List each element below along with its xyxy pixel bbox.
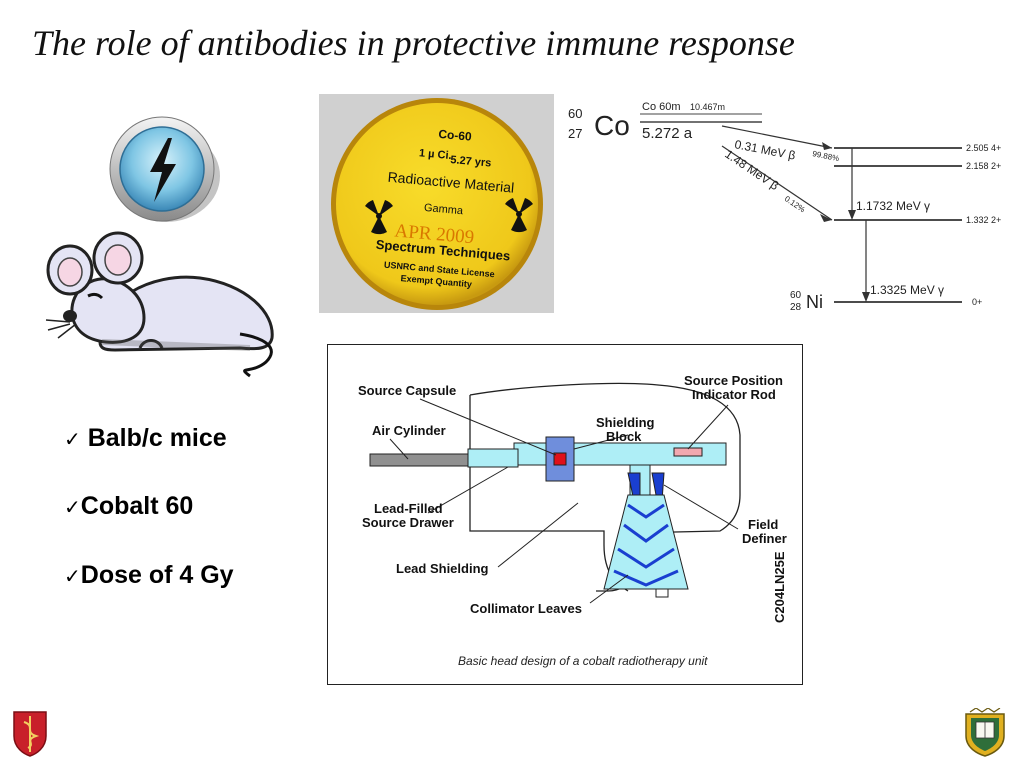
label-source-capsule: Source Capsule: [358, 383, 456, 398]
label-radiation: Gamma: [424, 202, 465, 217]
bullet-cobalt: ✓Cobalt 60: [64, 492, 193, 521]
metastable-half-life: 10.467m: [690, 102, 725, 112]
level-1: 2.505 4+: [966, 143, 1001, 153]
cobalt-source-photo: Co-60 1 µ Ci. 5.27 yrs Radioactive Mater…: [319, 94, 554, 313]
parent-half-life: 5.272 a: [642, 125, 693, 142]
branch-1-pct: 99.88%: [812, 149, 840, 163]
check-icon: ✓: [64, 566, 81, 588]
parent-symbol: Co: [594, 110, 630, 141]
parent-mass: 60: [568, 106, 582, 121]
label-field-1: Field: [748, 517, 778, 532]
bullet-text: Dose of 4 Gy: [80, 561, 234, 589]
check-icon: ✓: [64, 497, 81, 519]
label-drawer-1: Lead-Filled: [374, 501, 443, 516]
label-half-life: 5.27 yrs: [450, 154, 492, 170]
lightning-bolt-icon: [109, 116, 220, 222]
label-activity: 1 µ Ci.: [419, 147, 453, 162]
check-icon: ✓: [64, 429, 81, 451]
metastable-label: Co 60m: [642, 101, 681, 113]
gamma-2-label: 1.3325 MeV γ: [870, 283, 944, 297]
label-shielding-2: Block: [606, 429, 642, 444]
diagram-code: C204LN25E: [772, 551, 787, 623]
daughter-z: 28: [790, 302, 802, 313]
label-indicator-1: Source Position: [684, 373, 783, 388]
label-shielding-1: Shielding: [596, 415, 655, 430]
mouse-illustration: [45, 231, 274, 378]
diagram-caption: Basic head design of a cobalt radiothera…: [458, 654, 708, 668]
decay-scheme-diagram: 60 27 Co Co 60m 10.467m 5.272 a 0.31 MeV…: [568, 101, 1001, 313]
medical-shield-logo: [13, 711, 47, 757]
bullet-text: Balb/c mice: [87, 424, 227, 452]
level-2: 2.158 2+: [966, 161, 1001, 171]
parent-z: 27: [568, 126, 582, 141]
crest-logo: [965, 708, 1005, 757]
gamma-1-label: 1.1732 MeV γ: [856, 199, 930, 213]
level-3: 1.332 2+: [966, 215, 1001, 225]
label-drawer-2: Source Drawer: [362, 515, 454, 530]
label-collimator: Collimator Leaves: [470, 601, 582, 616]
cobalt-unit-diagram: Source Capsule Air Cylinder Shielding Bl…: [327, 344, 803, 685]
bullet-text: Cobalt 60: [80, 492, 194, 520]
branch-2-pct: 0.12%: [783, 194, 807, 214]
daughter-mass: 60: [790, 290, 802, 301]
bullet-mice: ✓ Balb/c mice: [64, 424, 227, 453]
slide-title: The role of antibodies in protective imm…: [32, 23, 795, 63]
daughter-symbol: Ni: [806, 292, 823, 312]
bullet-dose: ✓Dose of 4 Gy: [64, 561, 234, 590]
level-4: 0+: [972, 297, 982, 307]
label-field-2: Definer: [742, 531, 787, 546]
label-indicator-2: Indicator Rod: [692, 387, 776, 402]
label-air-cylinder: Air Cylinder: [372, 423, 446, 438]
label-lead-shielding: Lead Shielding: [396, 561, 489, 576]
label-isotope: Co-60: [438, 127, 473, 144]
